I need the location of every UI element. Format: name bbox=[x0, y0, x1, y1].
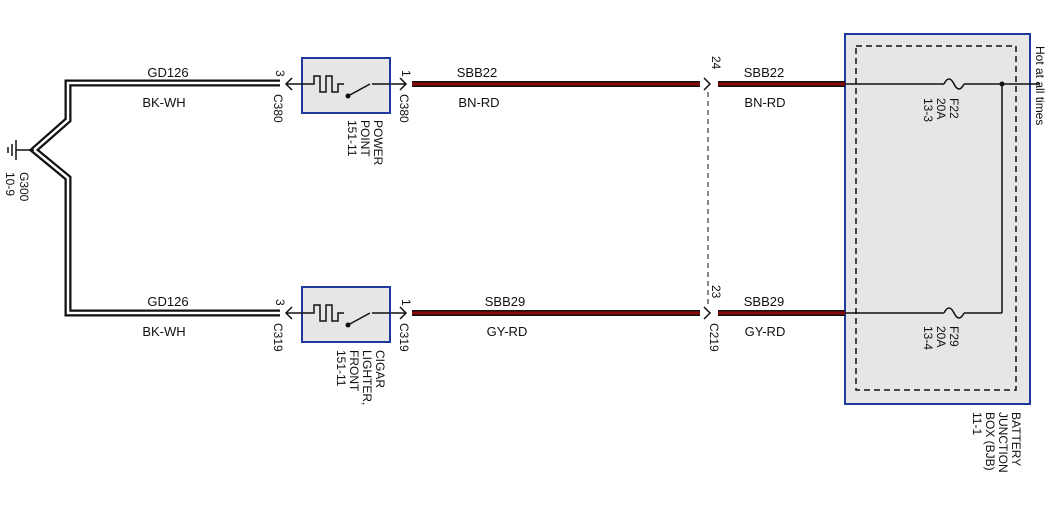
fuse-f22-label: F22 20A 13-3 bbox=[921, 98, 961, 122]
fuse-f22-icon bbox=[943, 78, 965, 90]
bottom-feed-color: GY-RD bbox=[487, 324, 528, 339]
svg-text:LIGHTER,: LIGHTER, bbox=[360, 350, 374, 405]
svg-text:FRONT: FRONT bbox=[347, 350, 361, 392]
c380-left-id: C380 bbox=[271, 94, 285, 123]
svg-text:POINT: POINT bbox=[358, 120, 372, 157]
svg-text:151-11: 151-11 bbox=[345, 120, 359, 157]
c319-left-id: C319 bbox=[271, 323, 285, 352]
bottom-bjb-circuit: SBB29 bbox=[744, 294, 784, 309]
c319-right-pin: 1 bbox=[399, 299, 413, 306]
cigar-lighter-device bbox=[300, 286, 391, 343]
top-ground-circuit: GD126 bbox=[147, 65, 188, 80]
ground-wire bbox=[28, 79, 280, 317]
bottom-feed-circuit: SBB29 bbox=[485, 294, 525, 309]
svg-text:13-4: 13-4 bbox=[921, 326, 935, 350]
bottom-bjb-color: GY-RD bbox=[745, 324, 786, 339]
c380-right-pin: 1 bbox=[399, 70, 413, 77]
fuse-f29-icon bbox=[943, 307, 965, 319]
c380-left-pin: 3 bbox=[273, 70, 287, 77]
svg-text:20A: 20A bbox=[934, 98, 948, 119]
ground-ref: 10-9 bbox=[3, 172, 17, 196]
c219-id: C219 bbox=[707, 323, 721, 352]
splice-top-pin: 24 bbox=[709, 56, 723, 70]
svg-text:BOX (BJB): BOX (BJB) bbox=[983, 412, 997, 471]
top-feed-color: BN-RD bbox=[458, 95, 499, 110]
svg-text:POWER: POWER bbox=[371, 120, 385, 166]
c319-right-id: C319 bbox=[397, 323, 411, 352]
bus-junction bbox=[999, 81, 1005, 87]
c319-left-pin: 3 bbox=[273, 299, 287, 306]
bjb-box bbox=[844, 33, 1031, 405]
splice-bottom-icon bbox=[703, 306, 712, 320]
top-bjb-circuit: SBB22 bbox=[744, 65, 784, 80]
splice-top-icon bbox=[703, 77, 712, 91]
bottom-ground-color: BK-WH bbox=[142, 324, 185, 339]
bjb-inner-dashed bbox=[855, 45, 1017, 391]
svg-text:13-3: 13-3 bbox=[921, 98, 935, 122]
cigar-lighter-label: CIGAR LIGHTER, FRONT 151-11 bbox=[334, 350, 387, 405]
bjb-label: BATTERY JUNCTION BOX (BJB) 11-1 bbox=[970, 412, 1023, 473]
svg-text:BATTERY: BATTERY bbox=[1009, 412, 1023, 466]
svg-text:F29: F29 bbox=[947, 326, 961, 347]
top-ground-color: BK-WH bbox=[142, 95, 185, 110]
fuse-f29-label: F29 20A 13-4 bbox=[921, 326, 961, 350]
top-bjb-color: BN-RD bbox=[744, 95, 785, 110]
ground-id: G300 bbox=[17, 172, 31, 202]
svg-text:11-1: 11-1 bbox=[970, 412, 984, 435]
top-feed-circuit: SBB22 bbox=[457, 65, 497, 80]
power-label: Hot at all times bbox=[1033, 46, 1047, 125]
power-point-device bbox=[300, 57, 391, 114]
power-point-label: POWER POINT 151-11 bbox=[345, 120, 385, 166]
svg-text:151-11: 151-11 bbox=[334, 350, 348, 387]
svg-text:JUNCTION: JUNCTION bbox=[996, 412, 1010, 473]
svg-text:20A: 20A bbox=[934, 326, 948, 347]
ground-symbol-icon bbox=[7, 140, 34, 160]
svg-text:F22: F22 bbox=[947, 98, 961, 119]
splice-bottom-pin: 23 bbox=[709, 285, 723, 299]
c380-right-id: C380 bbox=[397, 94, 411, 123]
bottom-ground-circuit: GD126 bbox=[147, 294, 188, 309]
svg-text:CIGAR: CIGAR bbox=[373, 350, 387, 388]
